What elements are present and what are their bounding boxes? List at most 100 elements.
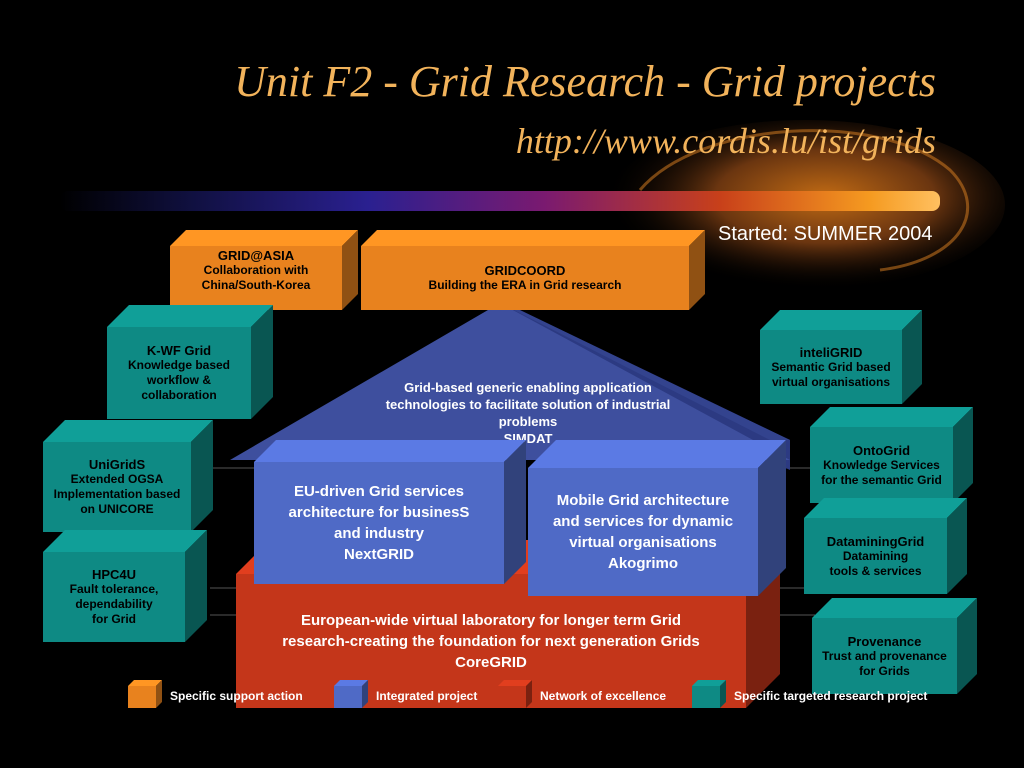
hpc4u-box: HPC4U Fault tolerance, dependability for… [43, 530, 207, 642]
inteligrid-name: inteliGRID [799, 344, 863, 360]
nextgrid-line-3: and industry [333, 525, 424, 542]
box-side-face [251, 305, 273, 419]
box-side-face [720, 680, 726, 708]
legend-item-integrated-project: Integrated project [334, 680, 478, 708]
box-3d-faces [812, 598, 977, 694]
box-3d-faces [760, 310, 922, 404]
glow-swoosh [638, 129, 970, 272]
hpc4u-desc-2: dependability [75, 597, 153, 611]
box-top-face [804, 498, 967, 518]
unigrids-box: UniGridS Extended OGSA Implementation ba… [43, 420, 213, 532]
box-3d-faces [334, 680, 368, 708]
coregrid-project-name: CoreGRID [455, 653, 527, 671]
box-front-face [760, 330, 902, 404]
box-front-face [43, 552, 185, 642]
provenance-desc-1: Trust and provenance [822, 648, 947, 663]
simdat-line-3: problems [498, 414, 558, 429]
box-top-face [812, 598, 977, 618]
legend-label-support-action: Specific support action [170, 689, 303, 703]
akogrimo-line-3: virtual organisations [569, 534, 717, 551]
nextgrid-line-1: EU-driven Grid services [293, 483, 465, 500]
box-side-face [185, 530, 207, 642]
unigrids-desc-1: Extended OGSA [70, 472, 164, 486]
box-front-face [498, 686, 526, 708]
coregrid-line-2: research-creating the foundation for nex… [282, 632, 700, 650]
box-front-face [812, 618, 957, 694]
box-side-face [156, 680, 162, 708]
box-front-face [692, 686, 720, 708]
box-3d-faces [254, 440, 526, 584]
gridcoord-desc: Building the ERA in Grid research [428, 278, 622, 292]
box-3d-faces [692, 680, 726, 708]
box-side-face [342, 230, 358, 310]
box-front-face [128, 686, 156, 708]
nextgrid-box: EU-driven Grid services architecture for… [254, 440, 526, 584]
box-top-face [498, 680, 532, 686]
box-side-face [504, 440, 526, 584]
box-3d-faces [498, 680, 532, 708]
box-front-face [107, 327, 251, 419]
box-top-face [43, 420, 213, 442]
kwf-grid-desc-2: workflow & [146, 373, 211, 387]
simdat-line-2: technologies to facilitate solution of i… [385, 397, 671, 412]
box-top-face [361, 230, 705, 246]
provenance-box: Provenance Trust and provenance for Grid… [812, 598, 977, 694]
legend-swatch-red [498, 680, 532, 708]
box-3d-faces [361, 230, 705, 310]
datamining-grid-box: DataminingGrid Datamining tools & servic… [804, 498, 967, 594]
box-top-face [528, 440, 786, 468]
legend-label-integrated-project: Integrated project [376, 689, 478, 703]
box-top-face [760, 310, 922, 330]
box-top-face [692, 680, 726, 686]
ontogrid-name: OntoGrid [852, 442, 911, 458]
box-top-face [43, 530, 207, 552]
box-front-face [361, 246, 689, 310]
box-top-face [107, 305, 273, 327]
box-3d-faces [528, 440, 786, 596]
box-front-face [810, 427, 953, 503]
box-side-face [902, 310, 922, 404]
ontogrid-box: OntoGrid Knowledge Services for the sema… [810, 407, 973, 503]
box-top-face [170, 230, 358, 246]
kwf-grid-desc-1: Knowledge based [127, 358, 231, 372]
gradient-stripe [60, 191, 940, 211]
box-3d-faces [107, 305, 273, 419]
kwf-grid-name: K-WF Grid [146, 343, 212, 358]
hpc4u-name: HPC4U [91, 567, 137, 582]
akogrimo-project-name: Akogrimo [607, 555, 678, 572]
legend-swatch-blue [334, 680, 368, 708]
box-3d-faces [43, 420, 213, 532]
kwf-grid-desc-3: collaboration [141, 388, 217, 402]
inteligrid-desc-1: Semantic Grid based [771, 359, 891, 374]
box-front-face [804, 518, 947, 594]
simdat-text: Grid-based generic enabling application … [358, 379, 698, 447]
box-3d-faces [43, 530, 207, 642]
provenance-name: Provenance [847, 633, 922, 649]
simdat-line-1: Grid-based generic enabling application [404, 380, 652, 395]
hpc4u-desc-1: Fault tolerance, [69, 582, 159, 596]
legend-item-network-of-excellence: Network of excellence [498, 680, 667, 708]
box-side-face [526, 680, 532, 708]
slide-url: http://www.cordis.lu/ist/grids [515, 121, 936, 161]
akogrimo-line-2: and services for dynamic [552, 513, 734, 530]
legend: Specific support action Integrated proje… [0, 680, 1024, 710]
grid-asia-desc-2: China/South-Korea [201, 278, 311, 292]
datamining-grid-desc-2: tools & services [829, 563, 922, 578]
box-front-face [254, 462, 504, 584]
nextgrid-project-name: NextGRID [343, 546, 414, 563]
legend-label-network-of-excellence: Network of excellence [540, 689, 667, 703]
box-side-face [957, 598, 977, 694]
unigrids-name: UniGridS [88, 457, 146, 472]
legend-item-support-action: Specific support action [128, 680, 303, 708]
akogrimo-line-1: Mobile Grid architecture [556, 492, 730, 509]
hpc4u-desc-3: for Grid [92, 612, 136, 626]
box-3d-faces [810, 407, 973, 503]
unigrids-desc-2: Implementation based [53, 487, 181, 501]
nextgrid-line-2: architecture for businesS [288, 504, 470, 521]
grid-asia-name: GRID@ASIA [217, 248, 295, 263]
box-side-face [191, 420, 213, 532]
box-side-face [362, 680, 368, 708]
box-side-face [947, 498, 967, 594]
